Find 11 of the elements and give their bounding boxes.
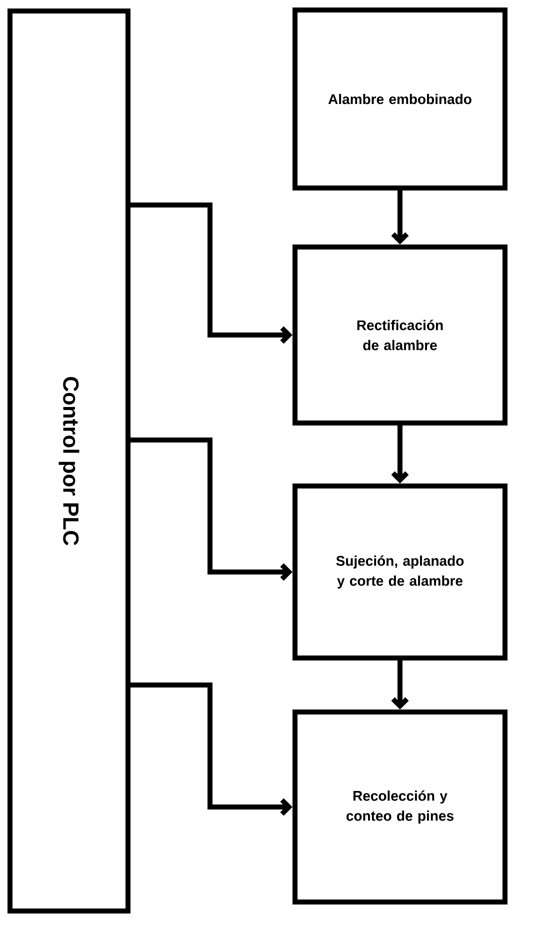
arrow: [130, 682, 292, 816]
arrow: [130, 202, 292, 344]
arrow: [391, 426, 409, 484]
arrow: [130, 438, 292, 581]
process-box: Sujeción, aplanado y corte de alambre: [292, 484, 508, 660]
control-box: Control por PLC: [8, 8, 130, 914]
process-box: Recolección y conteo de pines: [292, 710, 508, 904]
arrow: [391, 190, 409, 245]
process-box: Rectificación de alambre: [292, 244, 508, 426]
process-box: Alambre embobinado: [292, 8, 508, 190]
arrow: [391, 660, 409, 710]
